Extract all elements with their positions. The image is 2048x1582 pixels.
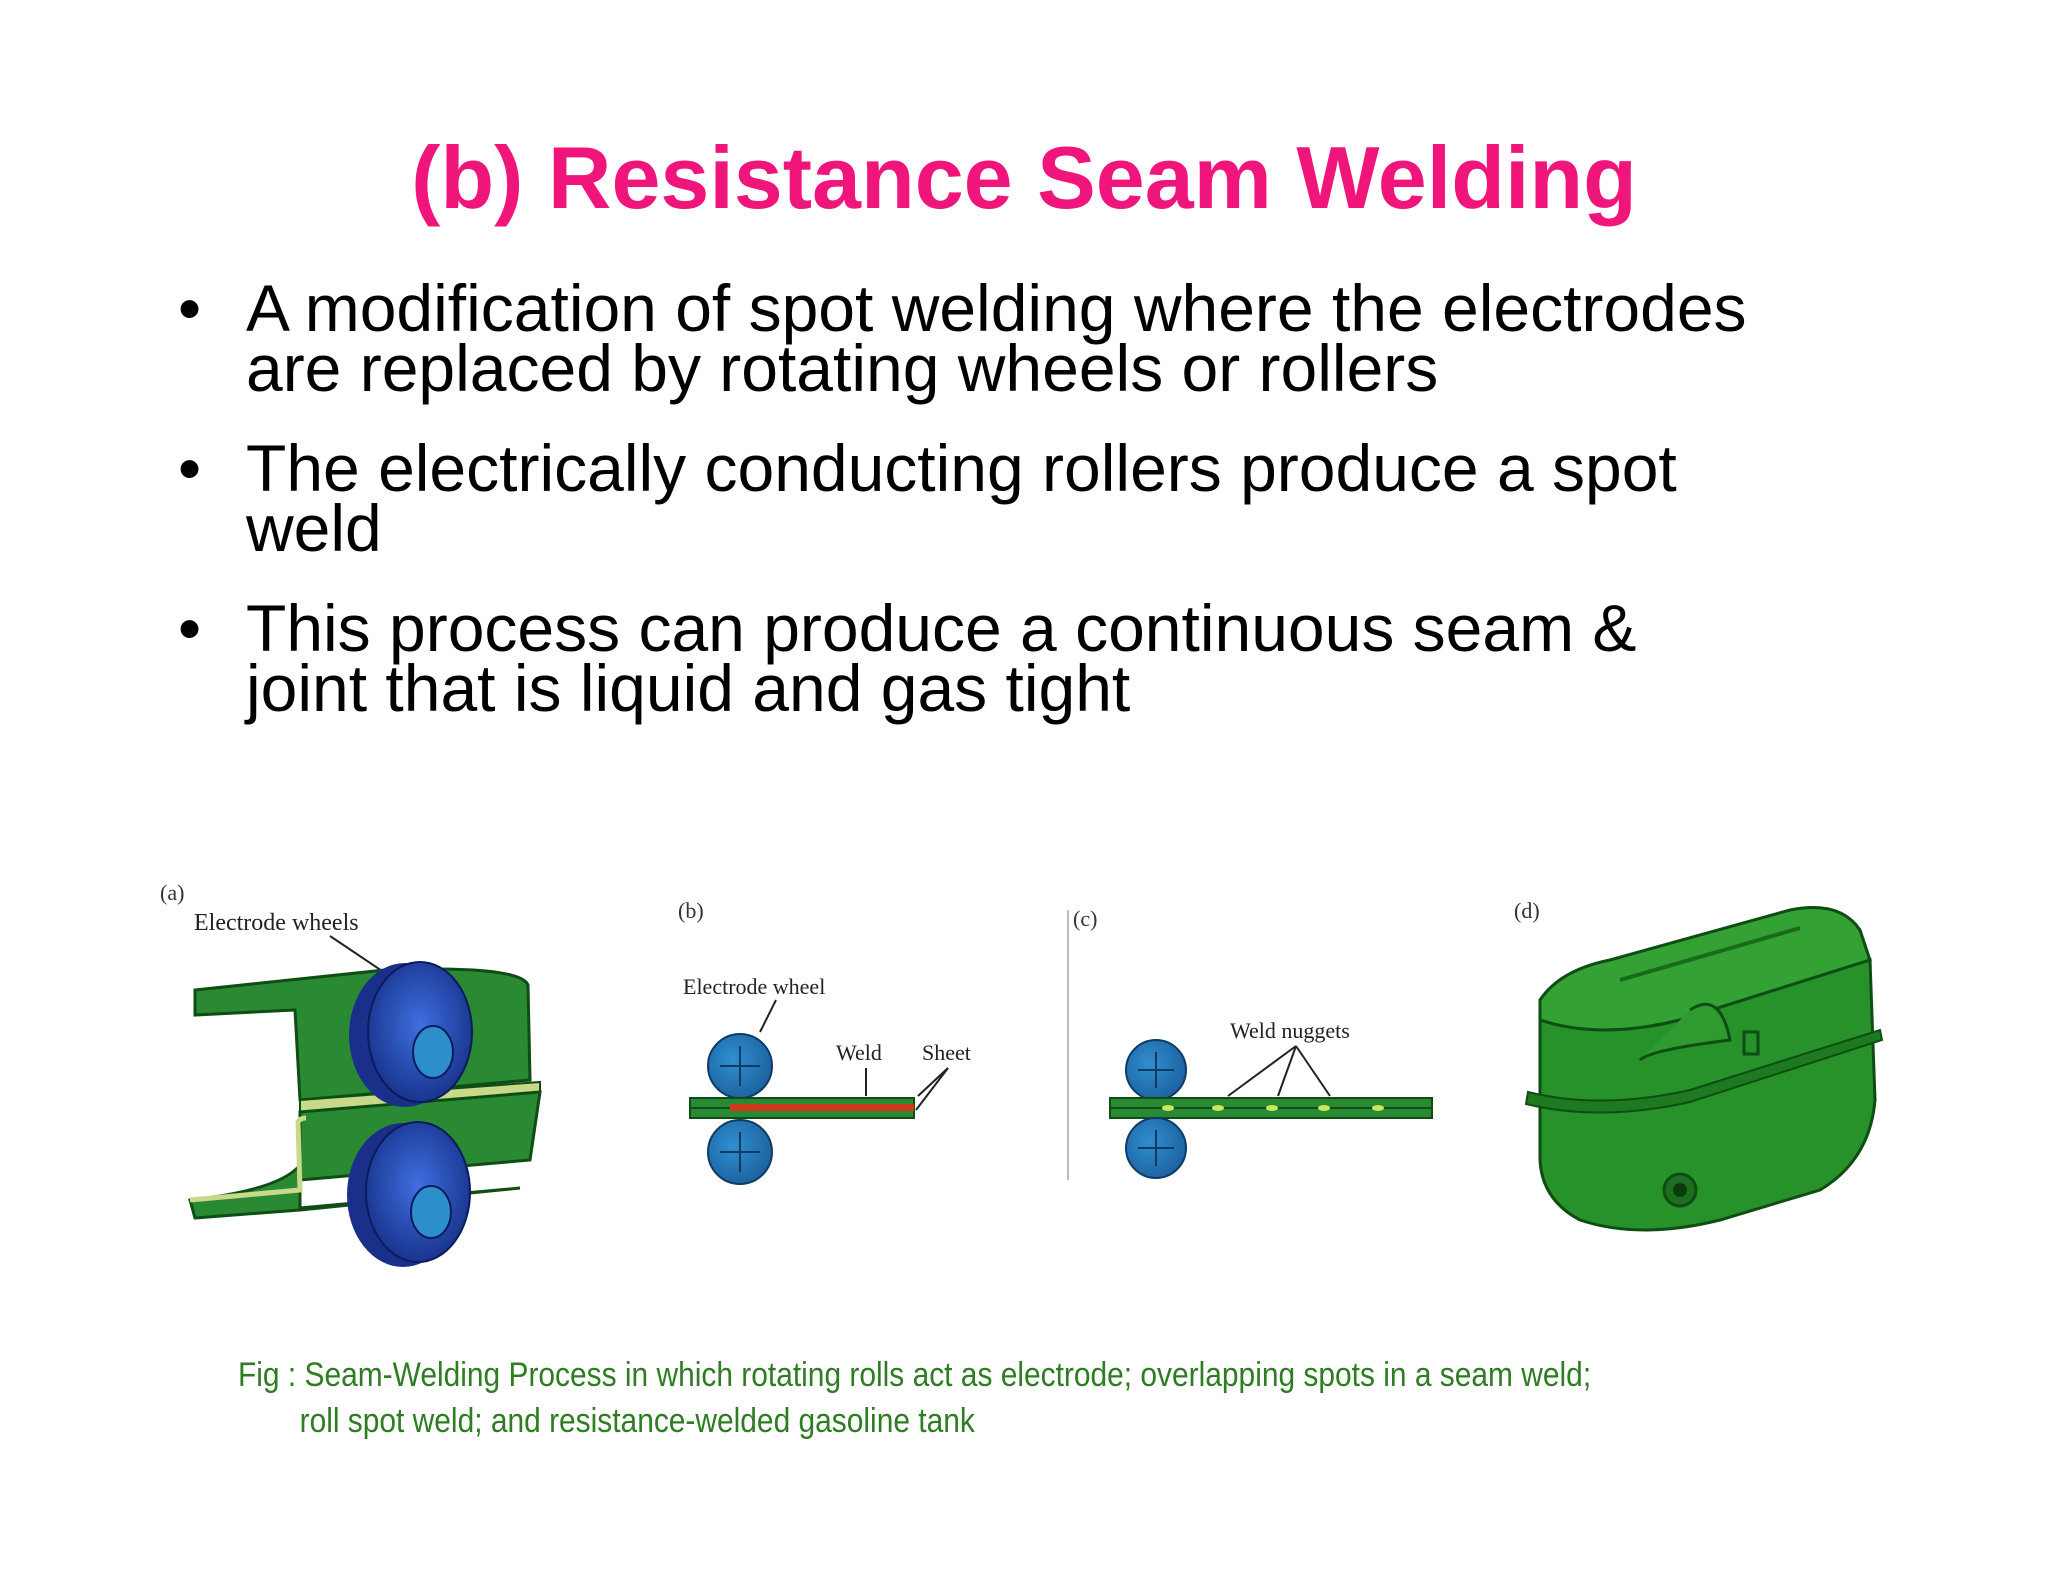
bullet-dot: • [178, 591, 202, 665]
lower-electrode-wheel [347, 1121, 471, 1267]
weld-nugget [1318, 1105, 1330, 1111]
bullet-dot: • [178, 271, 202, 345]
panel-b-tag: (b) [678, 898, 704, 923]
bullet-line: weld [246, 491, 382, 565]
weld-nugget-row [1162, 1105, 1384, 1111]
weld-nugget [1212, 1105, 1224, 1111]
leader-line [1277, 1045, 1297, 1097]
sheet-label: Sheet [922, 1040, 971, 1065]
bullet-list: • A modification of spot welding where t… [178, 271, 1878, 758]
bullet-line: The electrically conducting rollers prod… [246, 431, 1677, 505]
bullet-item: • A modification of spot welding where t… [178, 271, 1878, 401]
electrode-wheels-label: Electrode wheels [194, 910, 359, 936]
leader-line [329, 935, 389, 976]
weld-nuggets-label: Weld nuggets [1230, 1018, 1350, 1043]
upper-electrode-wheel [349, 961, 473, 1107]
panel-b: (b) Electrode wheel Weld Sheet [678, 898, 971, 1185]
bullet-line: joint that is liquid and gas tight [246, 651, 1131, 725]
sheet-edge [189, 1115, 307, 1203]
leader-line [759, 999, 777, 1033]
panel-d-tag: (d) [1514, 898, 1540, 923]
gasoline-tank [1524, 906, 1884, 1232]
panel-c-tag: (c) [1073, 906, 1097, 931]
leader-line [1295, 1045, 1331, 1097]
weld-nugget [1266, 1105, 1278, 1111]
leader-line [917, 1067, 949, 1097]
bullet-item: • The electrically conducting rollers pr… [178, 431, 1878, 561]
panel-a-tag: (a) [160, 880, 184, 905]
weld-nugget [1162, 1105, 1174, 1111]
weld-nugget [1372, 1105, 1384, 1111]
leader-line [915, 1067, 949, 1111]
figure-svg: (a) Electrode wheels (b) Electrode wheel… [160, 880, 1884, 1267]
bullet-line: A modification of spot welding where the… [246, 271, 1747, 345]
electrode-wheel-label: Electrode wheel [683, 974, 825, 999]
panel-a: (a) Electrode wheels [160, 880, 542, 1267]
seam-welding-figure: (a) Electrode wheels (b) Electrode wheel… [0, 860, 2048, 1340]
slide-title: (b) Resistance Seam Welding [411, 128, 1637, 227]
caption-line-2: roll spot weld; and resistance-welded ga… [299, 1402, 975, 1440]
figure-caption: Fig : Seam-Welding Process in which rota… [238, 1352, 1664, 1444]
leader-line [1227, 1045, 1297, 1097]
bullet-item: • This process can produce a continuous … [178, 591, 1878, 721]
weld-label: Weld [836, 1040, 882, 1065]
bullet-line: are replaced by rotating wheels or rolle… [246, 331, 1439, 405]
bullet-line: This process can produce a continuous se… [246, 591, 1637, 665]
panel-c: (c) Weld nuggets [1073, 906, 1433, 1179]
bullet-dot: • [178, 431, 202, 505]
continuous-weld [730, 1104, 914, 1111]
tank-seam [1524, 1028, 1884, 1114]
panel-d: (d) [1514, 898, 1884, 1232]
caption-line-1: Fig : Seam-Welding Process in which rota… [238, 1356, 1592, 1394]
